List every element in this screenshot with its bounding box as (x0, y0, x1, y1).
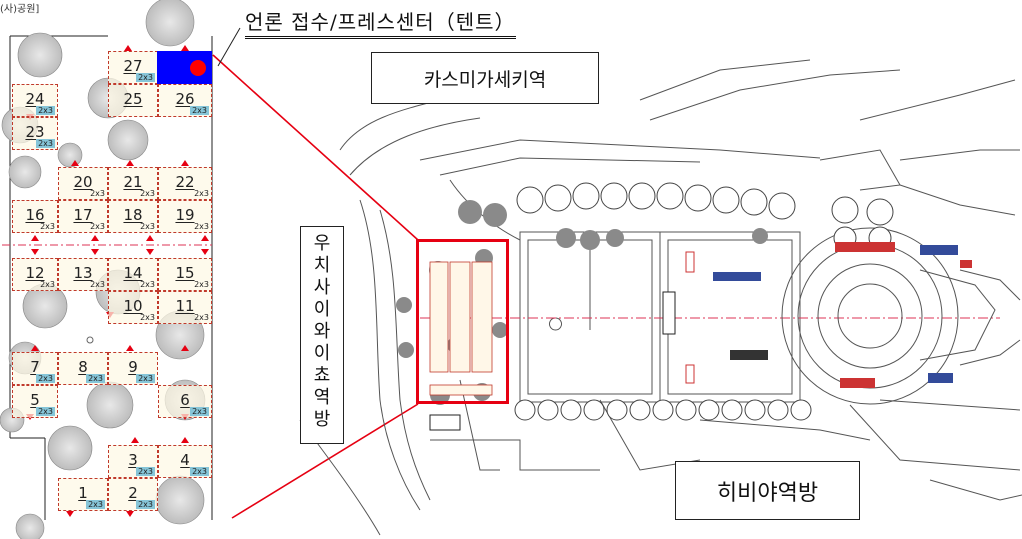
booth-size-badge: 2x3 (140, 280, 155, 289)
booth-number: 11 (175, 297, 195, 315)
booth-number: 26 (175, 90, 195, 108)
booth-number: 10 (123, 297, 143, 315)
booth-size-badge: 2x3 (194, 189, 209, 198)
booth-size-badge: 2x3 (194, 313, 209, 322)
booth-number: 15 (175, 264, 195, 282)
booth-number: 4 (180, 451, 190, 469)
overview-trees (514, 182, 894, 421)
booth-number: 23 (25, 123, 45, 141)
marker-circle (86, 336, 94, 344)
booth-number: 3 (128, 451, 138, 469)
booth-size-badge: 2x3 (40, 222, 55, 231)
booth-number: 27 (123, 57, 143, 75)
press-center-label: 언론 접수/프레스센터（텐트） (245, 6, 516, 39)
booth-size-badge: 2x3 (36, 407, 55, 416)
booth-size-badge: 2x3 (136, 374, 155, 383)
booth-size-badge: 2x3 (90, 189, 105, 198)
booth-size-badge: 2x3 (36, 106, 55, 115)
overview-booth-grid (429, 261, 493, 396)
booth-number: 7 (30, 358, 40, 376)
booth-size-badge: 2x3 (136, 500, 155, 509)
booth-number: 22 (175, 173, 195, 191)
booth-size-badge: 2x3 (140, 222, 155, 231)
overview-linework (299, 59, 1022, 536)
booth-number: 14 (123, 264, 143, 282)
booth-size-badge: 2x3 (90, 280, 105, 289)
booth-number: 18 (123, 206, 143, 224)
booth-number: 9 (128, 358, 138, 376)
booth-size-badge: 2x3 (86, 500, 105, 509)
booth-number: 2 (128, 484, 138, 502)
booth-number: 17 (73, 206, 93, 224)
highlighted-booth-zone[interactable] (416, 239, 509, 404)
booth-size-badge: 2x3 (194, 280, 209, 289)
booth-size-badge: 2x3 (136, 467, 155, 476)
booth-size-badge: 2x3 (194, 222, 209, 231)
booth-number: 6 (180, 391, 190, 409)
booth-size-badge: 2x3 (140, 313, 155, 322)
station-hibiya-label: 히비야역방 (675, 461, 860, 520)
booth-number: 1 (78, 484, 88, 502)
booth-size-badge: 2x3 (36, 374, 55, 383)
booth-number: 20 (73, 173, 93, 191)
overview-facilities (429, 242, 972, 431)
booth-size-badge: 2x3 (190, 467, 209, 476)
booth-size-badge: 2x3 (190, 106, 209, 115)
booth-size-badge: 2x3 (90, 222, 105, 231)
pointer-lines (212, 27, 419, 519)
booth-number: 21 (123, 173, 143, 191)
booth-number: 13 (73, 264, 93, 282)
booth-number: 24 (25, 90, 45, 108)
station-kasumigaseki-label: 카스미가세키역 (371, 52, 599, 104)
booth-size-badge: 2x3 (140, 189, 155, 198)
booth-number: 5 (30, 391, 40, 409)
booth-size-badge: 2x3 (136, 73, 155, 82)
booth-number: 16 (25, 206, 45, 224)
booth-number: 25 (123, 90, 143, 108)
detail-panel-frame (2, 35, 213, 520)
booth-25[interactable]: 25 (108, 84, 158, 117)
booth-number: 8 (78, 358, 88, 376)
press-marker-icon (190, 60, 206, 76)
booth-size-badge: 2x3 (190, 407, 209, 416)
booth-number: 19 (175, 206, 195, 224)
corner-fragment: (사)공원] (0, 4, 40, 15)
booth-number: 12 (25, 264, 45, 282)
booth-size-badge: 2x3 (40, 280, 55, 289)
booth-size-badge: 2x3 (36, 139, 55, 148)
booth-size-badge: 2x3 (86, 374, 105, 383)
